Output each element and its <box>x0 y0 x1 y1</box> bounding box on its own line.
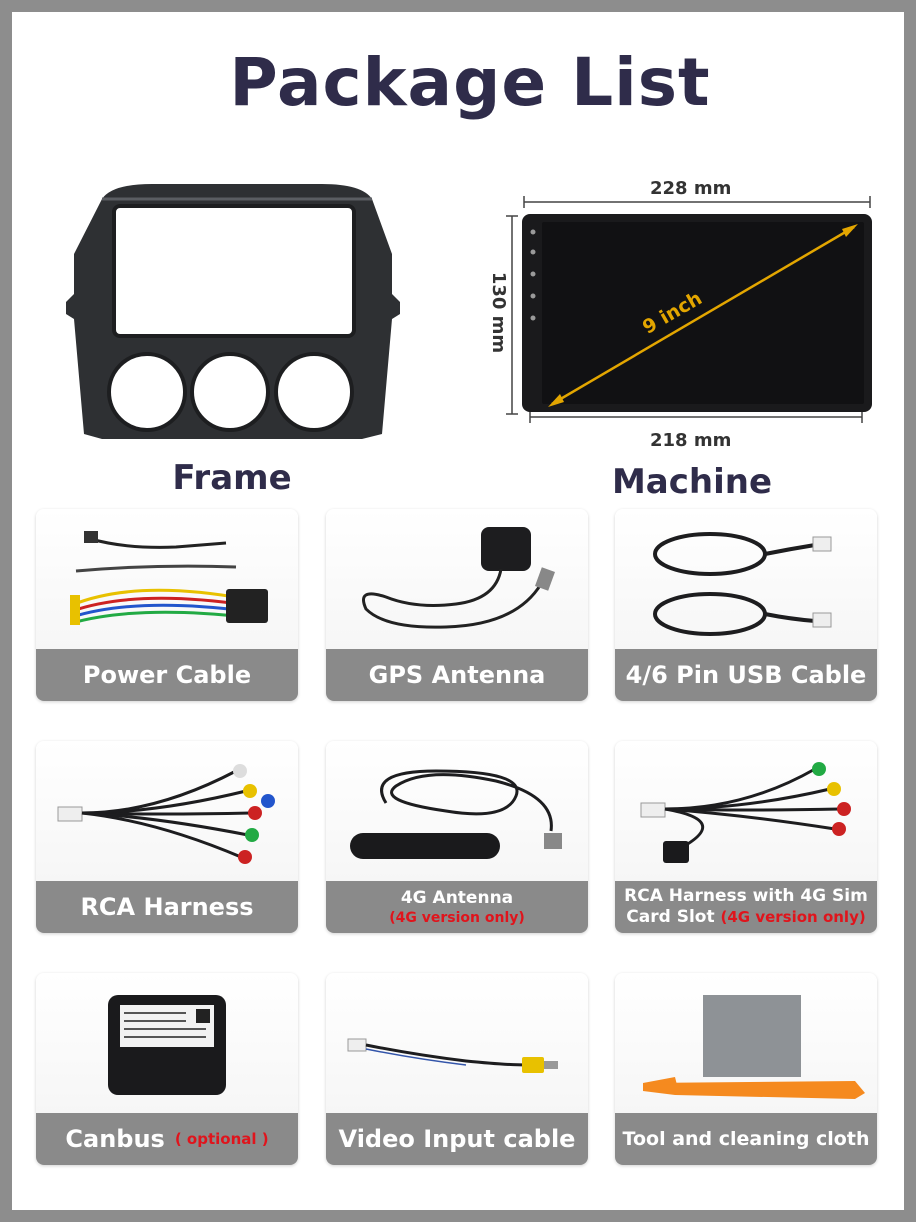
item-label: Canbus <box>65 1125 165 1153</box>
item-label-line1: RCA Harness with 4G Sim <box>624 886 868 906</box>
item-label-line2: Card Slot <box>626 907 715 927</box>
rca-harness-4g-image <box>615 741 877 881</box>
usb-cable-image <box>615 509 877 649</box>
tool-cloth-image <box>615 973 877 1113</box>
canbus-label-band: Canbus ( optional ) <box>36 1113 298 1165</box>
video-input-cable-image <box>326 973 588 1113</box>
item-power-cable: Power Cable <box>36 509 298 701</box>
item-4g-antenna: 4G Antenna (4G version only) <box>326 741 588 933</box>
item-canbus: Canbus ( optional ) <box>36 973 298 1165</box>
machine-image <box>482 172 882 462</box>
page-title: Package List <box>229 44 711 121</box>
height-dimension: 130 mm <box>488 271 510 354</box>
tool-cloth-label-band: Tool and cleaning cloth <box>615 1113 877 1165</box>
canbus-image <box>36 973 298 1113</box>
gps-antenna-label-band: GPS Antenna <box>326 649 588 701</box>
4g-antenna-label-band: 4G Antenna (4G version only) <box>326 881 588 933</box>
item-label: GPS Antenna <box>368 661 546 689</box>
item-note: ( optional ) <box>174 1130 269 1148</box>
item-rca-harness-4g: RCA Harness with 4G Sim Card Slot (4G ve… <box>615 741 877 933</box>
item-label: 4G Antenna <box>400 887 514 908</box>
power-cable-label-band: Power Cable <box>36 649 298 701</box>
width-top-dimension: 228 mm <box>650 178 732 199</box>
power-cable-image <box>36 509 298 649</box>
machine-label: Machine <box>611 462 773 502</box>
frame-label: Frame <box>172 458 292 498</box>
item-label: Video Input cable <box>338 1125 576 1153</box>
usb-cable-label-band: 4/6 Pin USB Cable <box>615 649 877 701</box>
item-note: (4G version only) <box>720 908 866 926</box>
frame-image <box>62 184 407 444</box>
width-bottom-dimension: 218 mm <box>650 430 732 451</box>
item-label: RCA Harness <box>80 893 254 921</box>
rca-harness-4g-label-band: RCA Harness with 4G Sim Card Slot (4G ve… <box>615 881 877 933</box>
item-tool-cloth: Tool and cleaning cloth <box>615 973 877 1165</box>
item-label: 4/6 Pin USB Cable <box>625 661 867 689</box>
item-rca-harness: RCA Harness <box>36 741 298 933</box>
rca-harness-label-band: RCA Harness <box>36 881 298 933</box>
item-video-input-cable: Video Input cable <box>326 973 588 1165</box>
video-input-cable-label-band: Video Input cable <box>326 1113 588 1165</box>
item-label: Power Cable <box>82 661 252 689</box>
rca-harness-image <box>36 741 298 881</box>
gps-antenna-image <box>326 509 588 649</box>
item-usb-cable: 4/6 Pin USB Cable <box>615 509 877 701</box>
item-gps-antenna: GPS Antenna <box>326 509 588 701</box>
item-note: (4G version only) <box>389 909 525 926</box>
4g-antenna-image <box>326 741 588 881</box>
item-label: Tool and cleaning cloth <box>622 1127 870 1150</box>
